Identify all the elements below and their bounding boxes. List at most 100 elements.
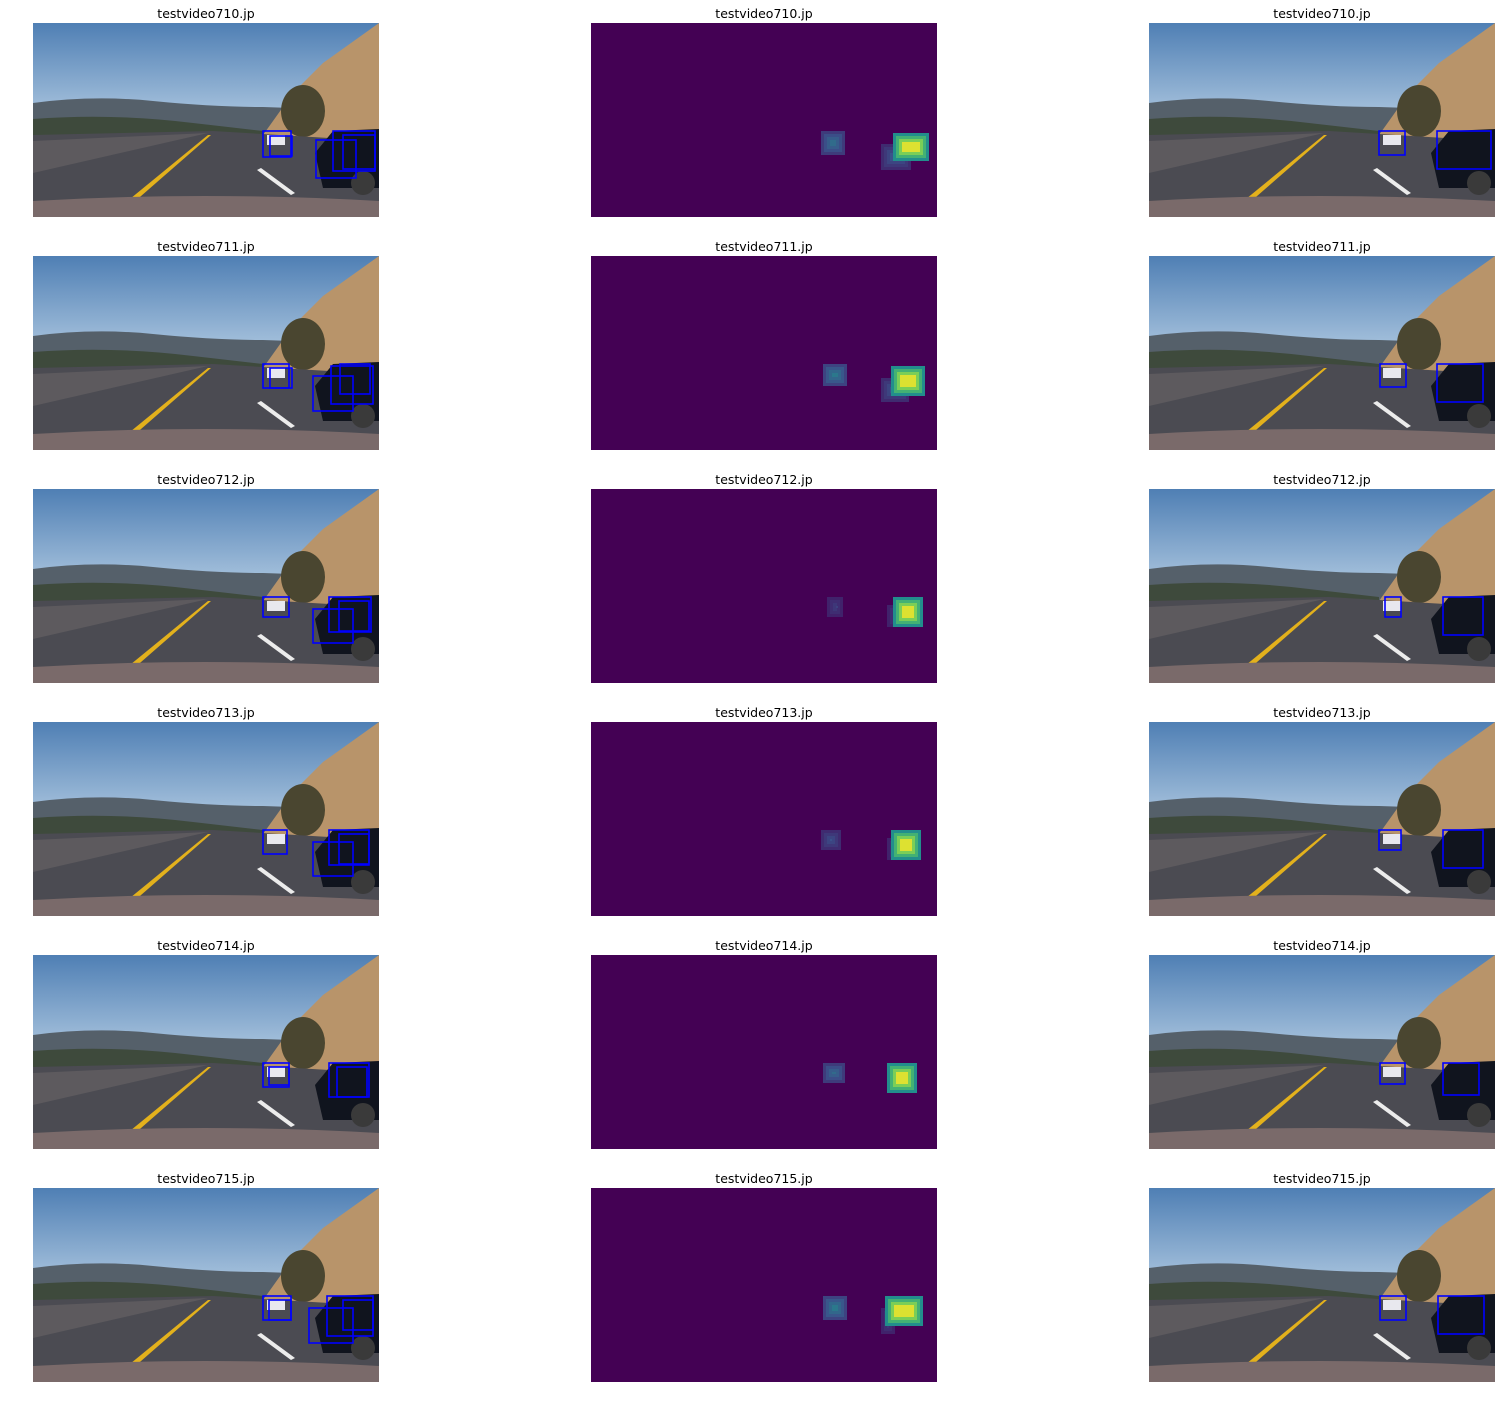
heatmap-background xyxy=(591,955,937,1149)
panel-title: testvideo713.jp xyxy=(715,705,813,720)
detection-box xyxy=(1379,1295,1407,1321)
panel-detections-5: testvideo715.jp xyxy=(33,1165,379,1382)
tree xyxy=(1397,318,1441,370)
lane-dash xyxy=(257,1333,295,1360)
heatmap-image xyxy=(591,722,937,916)
barrier xyxy=(1149,366,1324,406)
panel-detections-0: testvideo710.jp xyxy=(33,0,379,217)
detection-box xyxy=(338,833,370,865)
panel-detections-1: testvideo711.jp xyxy=(33,233,379,450)
car-hood xyxy=(1149,1361,1495,1382)
white-car xyxy=(1383,135,1401,145)
barrier xyxy=(1149,1298,1324,1338)
lane-dash xyxy=(257,867,295,894)
tree xyxy=(281,1250,325,1302)
lane-line xyxy=(1224,834,1327,916)
final-image xyxy=(1149,1188,1495,1382)
panel-title: testvideo714.jp xyxy=(1273,938,1371,953)
panel-title: testvideo710.jp xyxy=(715,6,813,21)
panel-heatmap-1: testvideo711.jp xyxy=(591,233,937,450)
panel-title: testvideo715.jp xyxy=(715,1171,813,1186)
panel-title: testvideo711.jp xyxy=(157,239,255,254)
tree xyxy=(281,784,325,836)
wheel xyxy=(351,870,375,894)
white-car xyxy=(267,135,285,145)
barrier xyxy=(1149,832,1324,872)
barrier xyxy=(33,366,208,406)
panel-title: testvideo710.jp xyxy=(157,6,255,21)
white-car xyxy=(267,1300,285,1310)
lane-dash xyxy=(257,634,295,661)
white-car xyxy=(267,601,285,611)
panel-final-4: testvideo714.jp xyxy=(1149,932,1495,1149)
white-car xyxy=(267,368,285,378)
heatmap-image xyxy=(591,955,937,1149)
panel-heatmap-2: testvideo712.jp xyxy=(591,466,937,683)
detection-box xyxy=(262,829,288,855)
panel-title: testvideo712.jp xyxy=(1273,472,1371,487)
detection-box xyxy=(1442,829,1484,869)
detection-box xyxy=(1436,363,1484,403)
heat-blob xyxy=(902,142,920,152)
detection-box xyxy=(308,1307,354,1344)
white-car xyxy=(1383,1300,1401,1310)
panel-title: testvideo712.jp xyxy=(715,472,813,487)
detections-image xyxy=(33,955,379,1149)
wheel xyxy=(1467,870,1491,894)
barrier xyxy=(1149,1065,1324,1105)
wheel xyxy=(351,637,375,661)
detection-box xyxy=(336,1066,368,1098)
lane-line xyxy=(108,368,211,450)
lane-dash xyxy=(257,1100,295,1127)
panel-final-3: testvideo713.jp xyxy=(1149,699,1495,916)
detection-box xyxy=(1378,829,1402,851)
detection-box xyxy=(1378,130,1406,156)
car-hood xyxy=(33,196,379,217)
heat-blob xyxy=(832,373,838,377)
heat-blob xyxy=(900,375,916,387)
lane-dash xyxy=(257,168,295,195)
panel-title: testvideo712.jp xyxy=(157,472,255,487)
heat-blob xyxy=(832,1072,836,1074)
wheel xyxy=(1467,1103,1491,1127)
wheel xyxy=(351,1103,375,1127)
lane-line xyxy=(1224,1067,1327,1149)
panel-detections-3: testvideo713.jp xyxy=(33,699,379,916)
detection-box xyxy=(312,608,354,644)
detections-image xyxy=(33,489,379,683)
heatmap-background xyxy=(591,722,937,916)
lane-line xyxy=(108,135,211,217)
car-hood xyxy=(33,662,379,683)
white-car xyxy=(267,1067,285,1077)
heatmap-image xyxy=(591,489,937,683)
barrier xyxy=(1149,133,1324,173)
heatmap-background xyxy=(591,1188,937,1382)
lane-dash xyxy=(1373,867,1411,894)
tree xyxy=(1397,551,1441,603)
white-car xyxy=(267,834,285,844)
detection-box xyxy=(339,363,371,395)
heat-blob xyxy=(900,839,912,851)
detections-image xyxy=(33,23,379,217)
car-hood xyxy=(33,1128,379,1149)
final-image xyxy=(1149,722,1495,916)
white-car xyxy=(1383,1067,1401,1077)
tree xyxy=(281,85,325,137)
heatmap-image xyxy=(591,256,937,450)
tree xyxy=(1397,1250,1441,1302)
detection-box xyxy=(1442,596,1484,636)
heat-blob xyxy=(902,606,914,618)
panel-title: testvideo713.jp xyxy=(1273,705,1371,720)
detections-image xyxy=(33,256,379,450)
detection-box xyxy=(328,596,372,633)
panel-final-1: testvideo711.jp xyxy=(1149,233,1495,450)
wheel xyxy=(1467,404,1491,428)
heat-blob xyxy=(894,1305,914,1317)
detection-box xyxy=(1379,363,1407,388)
wheel xyxy=(351,1336,375,1360)
detections-image xyxy=(33,722,379,916)
tree xyxy=(281,1017,325,1069)
panel-title: testvideo715.jp xyxy=(157,1171,255,1186)
lane-dash xyxy=(257,401,295,428)
